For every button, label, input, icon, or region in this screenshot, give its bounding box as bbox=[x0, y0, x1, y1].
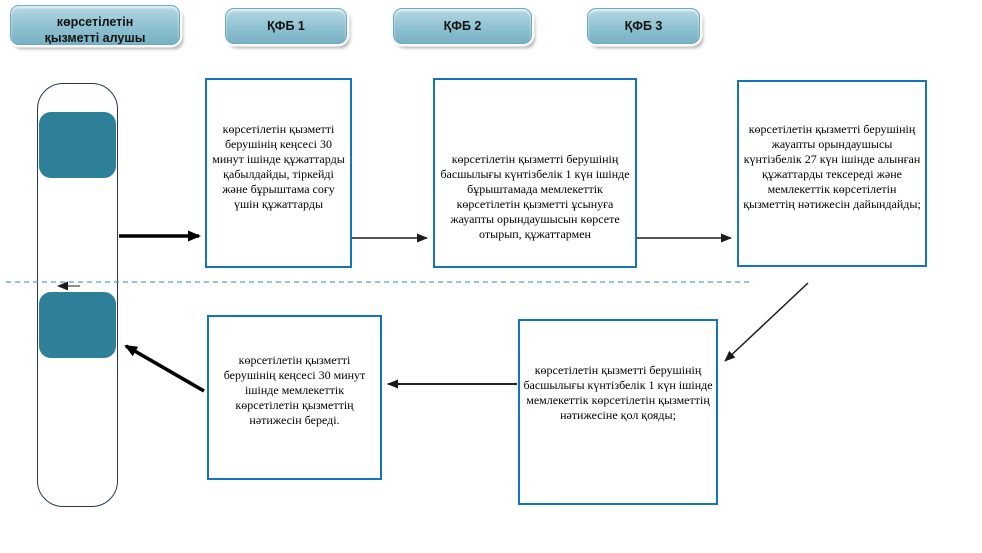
process-box-1: көрсетілетін қызметті берушінің кеңсесі … bbox=[205, 78, 352, 268]
header-service-recipient-line2-clipped: қызметті алушы bbox=[44, 31, 146, 45]
arrow-box5-to-lane bbox=[124, 344, 205, 393]
process-box-3: көрсетілетін қызметті берушінің жауапты … bbox=[737, 80, 927, 267]
header-kfb-3-label: ҚФБ 3 bbox=[624, 19, 663, 33]
header-service-recipient-line1: көрсетілетін bbox=[56, 15, 134, 29]
process-box-5: көрсетілетін қызметті берушінің кеңсесі … bbox=[207, 315, 382, 480]
process-box-4-text: көрсетілетін қызметті берушінің басшылығ… bbox=[523, 363, 713, 422]
process-box-4: көрсетілетін қызметті берушінің басшылығ… bbox=[518, 319, 718, 505]
header-kfb-2-label: ҚФБ 2 bbox=[443, 19, 482, 33]
process-box-3-text: көрсетілетін қызметті берушінің жауапты … bbox=[743, 122, 921, 211]
header-service-recipient: көрсетілетін қызметті алушы bbox=[10, 5, 180, 45]
header-kfb-2: ҚФБ 2 bbox=[393, 8, 532, 44]
process-box-1-text: көрсетілетін қызметті берушінің кеңсесі … bbox=[212, 122, 345, 211]
process-box-2-text: көрсетілетін қызметті берушінің басшылығ… bbox=[440, 152, 630, 241]
arrow-box3-to-box4 bbox=[724, 282, 809, 362]
recipient-step-block-bottom bbox=[39, 292, 116, 358]
header-kfb-1-label: ҚФБ 1 bbox=[267, 19, 305, 33]
recipient-step-block-top bbox=[39, 112, 116, 178]
process-box-5-text: көрсетілетін қызметті берушінің кеңсесі … bbox=[223, 353, 366, 427]
process-box-2: көрсетілетін қызметті берушінің басшылығ… bbox=[433, 78, 637, 268]
header-kfb-3: ҚФБ 3 bbox=[587, 8, 700, 44]
header-kfb-1: ҚФБ 1 bbox=[225, 8, 347, 44]
